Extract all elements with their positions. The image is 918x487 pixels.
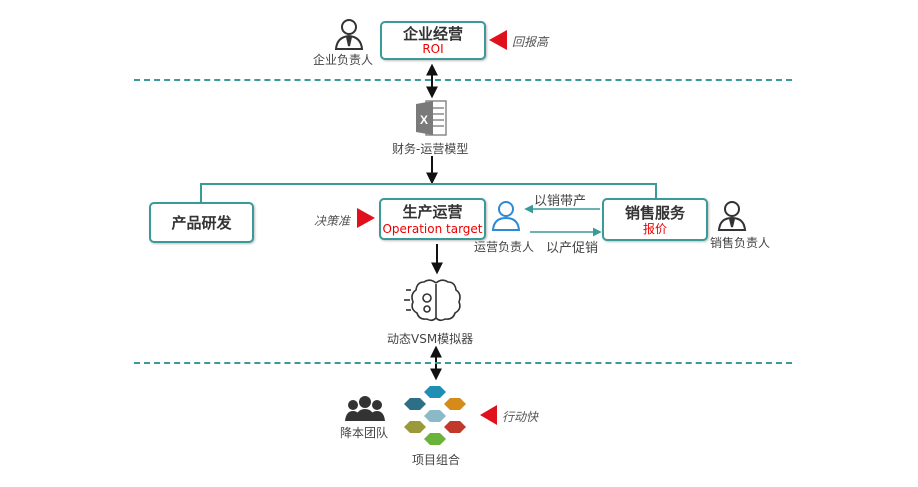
- bottom-note: 行动快: [502, 410, 539, 424]
- hexagon-cluster: [404, 386, 466, 445]
- red-arrow-bottom: [480, 405, 497, 425]
- sales-subtitle: 报价: [642, 222, 667, 236]
- top-note: 回报高: [512, 35, 549, 49]
- separator-top: [134, 79, 792, 81]
- sales-person-icon: [717, 201, 747, 231]
- ops-person-label: 运营负责人: [474, 240, 535, 254]
- red-arrow-ops: [357, 208, 375, 228]
- ops-person-icon: [491, 201, 521, 231]
- sales-person-label: 销售负责人: [710, 236, 771, 250]
- brain-icon: [404, 279, 461, 322]
- ops-title: 生产运营: [402, 203, 463, 221]
- executive-icon: [334, 19, 364, 50]
- ops-note: 决策准: [314, 214, 351, 228]
- enterprise-box: 企业经营 ROI: [380, 21, 486, 60]
- rd-title: 产品研发: [171, 214, 232, 232]
- arrow-top-label: 以销带产: [534, 194, 587, 209]
- sales-box: 销售服务 报价: [602, 198, 708, 241]
- ops-subtitle: Operation target: [382, 222, 483, 236]
- rd-box: 产品研发: [149, 202, 254, 243]
- team-icon: [345, 396, 385, 421]
- svg-text:X: X: [420, 113, 428, 127]
- separator-bottom: [134, 362, 792, 364]
- sales-title: 销售服务: [624, 204, 685, 222]
- ops-box: 生产运营 Operation target: [379, 198, 486, 240]
- model-label: 财务-运营模型: [392, 142, 469, 156]
- excel-icon: X: [416, 100, 447, 136]
- red-arrow-top: [489, 30, 507, 50]
- portfolio-label: 项目组合: [412, 453, 461, 467]
- enterprise-title: 企业经营: [402, 25, 463, 43]
- arrow-bottom-label: 以产促销: [546, 241, 599, 256]
- enterprise-subtitle: ROI: [422, 42, 444, 56]
- executive-label: 企业负责人: [313, 53, 374, 67]
- vsm-label: 动态VSM模拟器: [387, 332, 474, 346]
- tree-line: [200, 183, 657, 203]
- team-label: 降本团队: [340, 426, 389, 440]
